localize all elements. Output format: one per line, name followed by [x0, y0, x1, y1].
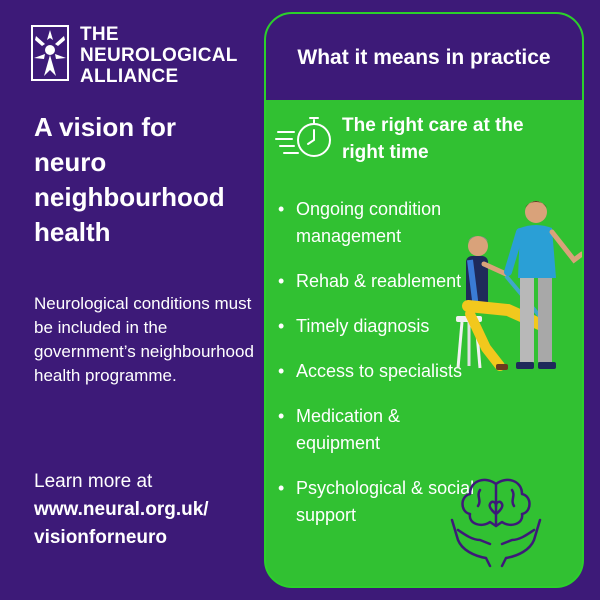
list-item: Psychological & social support — [278, 475, 478, 529]
card-body: The right care at the right time Ongoing… — [266, 100, 582, 586]
logo-line-1: THE — [80, 24, 119, 45]
learn-more: Learn more at www.neural.org.uk/ visionf… — [34, 468, 264, 552]
url-line-2: visionforneuro — [34, 527, 168, 548]
logo: THE NEUROLOGICAL ALLIANCE — [30, 24, 238, 87]
care-list: Ongoing condition management Rehab & rea… — [278, 196, 478, 547]
card-header: What it means in practice — [266, 14, 582, 100]
logo-line-2: NEUROLOGICAL — [80, 45, 238, 66]
headline: A vision for neuro neighbourhood health — [34, 112, 225, 247]
list-item: Medication & equipment — [278, 403, 478, 457]
stopwatch-icon — [275, 117, 331, 157]
learn-more-label: Learn more at — [34, 471, 153, 492]
logo-line-3: ALLIANCE — [80, 66, 179, 87]
logo-mark-icon — [31, 25, 69, 81]
logo-wordmark: THE NEUROLOGICAL ALLIANCE — [80, 24, 238, 87]
body-copy: Neurological conditions must be included… — [34, 294, 254, 385]
brain-hands-icon — [450, 478, 542, 568]
list-item: Timely diagnosis — [278, 313, 478, 340]
list-item: Ongoing condition management — [278, 196, 478, 250]
physio-illustration — [456, 201, 582, 371]
card-subhead: The right care at the right time — [342, 115, 524, 163]
practice-card: What it means in practice The right care… — [264, 12, 584, 588]
list-item: Access to specialists — [278, 358, 478, 385]
list-item: Rehab & reablement — [278, 268, 478, 295]
url-line-1: www.neural.org.uk/ — [34, 499, 209, 520]
